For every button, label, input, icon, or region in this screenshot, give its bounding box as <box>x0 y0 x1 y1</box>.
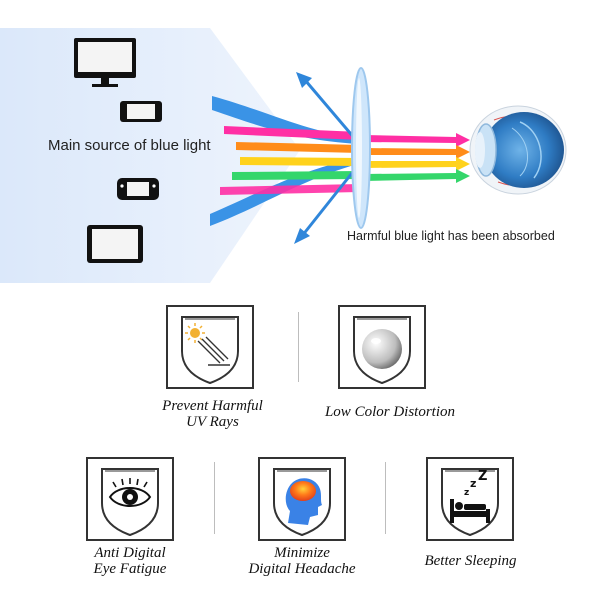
feature-badge <box>258 457 346 541</box>
svg-text:Z: Z <box>478 469 487 484</box>
feature-label-line2: UV Rays <box>186 414 239 430</box>
divider <box>298 312 299 382</box>
sun-uv-shield-icon <box>181 316 239 385</box>
feature-label: Anti Digital Eye Fatigue <box>60 545 200 577</box>
smartphone-icon <box>120 101 162 122</box>
svg-text:z: z <box>464 488 469 498</box>
feature-label: Prevent Harmful UV Rays <box>140 398 285 430</box>
absorbed-label: Harmful blue light has been absorbed <box>347 229 555 243</box>
handheld-game-icon <box>117 178 159 200</box>
light-rays <box>210 96 360 226</box>
water-drop-shield-icon <box>353 316 411 385</box>
eye-icon <box>469 105 567 195</box>
feature-label-line2: Digital Headache <box>248 561 356 577</box>
reflected-blue-light <box>300 79 358 237</box>
source-label: Main source of blue light <box>48 137 211 154</box>
feature-label-line1: Anti Digital <box>94 545 166 561</box>
feature-label-line1: Minimize <box>274 545 330 561</box>
feature-label-line1: Prevent Harmful <box>162 398 263 414</box>
monitor-icon <box>74 38 136 87</box>
tablet-icon <box>87 225 143 263</box>
feature-badge <box>338 305 426 389</box>
divider <box>214 462 215 534</box>
eye-shield-icon <box>101 468 159 537</box>
feature-label-line2: Eye Fatigue <box>93 561 167 577</box>
feature-label-line1: Low Color Distortion <box>324 404 456 420</box>
reflect-arrowhead-up <box>296 72 312 88</box>
feature-label: Low Color Distortion <box>305 404 475 420</box>
feature-label: Better Sleeping <box>398 553 543 569</box>
feature-badge <box>86 457 174 541</box>
feature-badge <box>166 305 254 389</box>
blue-light-diagram: Main source of blue light Harmful blue l… <box>0 0 600 285</box>
diagram-graphic <box>0 28 567 283</box>
svg-text:z: z <box>470 477 476 490</box>
reflect-arrowhead-down <box>294 228 310 244</box>
source-panel <box>0 28 300 283</box>
sleeping-bed-shield-icon: z z Z <box>441 468 499 537</box>
filtered-rays <box>364 133 470 183</box>
feature-badge: z z Z <box>426 457 514 541</box>
feature-label-line1: Better Sleeping <box>424 553 517 569</box>
feature-label: Minimize Digital Headache <box>222 545 382 577</box>
brain-head-shield-icon <box>273 468 331 537</box>
divider <box>385 462 386 534</box>
